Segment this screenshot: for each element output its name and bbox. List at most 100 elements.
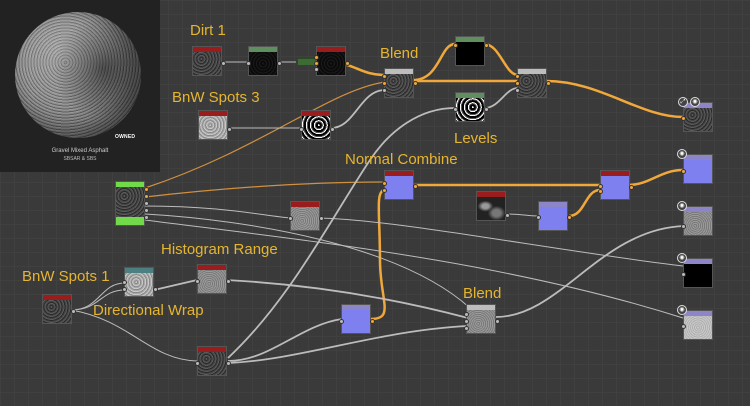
node-port[interactable] xyxy=(122,287,127,292)
node-dirt-blend[interactable] xyxy=(314,46,350,76)
node-port[interactable] xyxy=(464,312,469,317)
node-output-basecolor[interactable] xyxy=(681,102,713,132)
node-port[interactable] xyxy=(598,189,603,194)
node-header xyxy=(385,69,413,74)
node-output-roughness[interactable] xyxy=(681,206,713,236)
node-port[interactable] xyxy=(681,116,686,121)
node-port[interactable] xyxy=(277,61,282,66)
node-port[interactable] xyxy=(382,74,387,79)
node-port[interactable] xyxy=(314,55,319,60)
node-port[interactable] xyxy=(339,319,344,324)
node-port[interactable] xyxy=(122,280,127,285)
node-levels-b[interactable] xyxy=(453,92,489,122)
node-header xyxy=(302,111,330,116)
wire xyxy=(483,42,519,77)
node-port[interactable] xyxy=(288,216,293,221)
node-port[interactable] xyxy=(681,224,686,229)
node-port[interactable] xyxy=(382,81,387,86)
node-port[interactable] xyxy=(226,279,231,284)
node-port[interactable] xyxy=(226,361,231,366)
node-bnw-spots-1[interactable] xyxy=(42,294,76,324)
node-port[interactable] xyxy=(464,326,469,331)
node-port[interactable] xyxy=(484,107,489,112)
node-port[interactable] xyxy=(536,215,541,220)
node-blend-bottom[interactable] xyxy=(464,304,500,334)
node-thumbnail xyxy=(302,116,330,139)
node-dirt-1[interactable] xyxy=(192,46,226,76)
node-port[interactable] xyxy=(71,309,76,314)
node-blend-top[interactable] xyxy=(382,68,418,98)
node-port[interactable] xyxy=(370,319,375,324)
node-normal-combine[interactable] xyxy=(382,170,418,200)
node-output-normal[interactable] xyxy=(681,154,713,184)
node-port[interactable] xyxy=(330,127,335,132)
node-port[interactable] xyxy=(515,74,520,79)
node-port[interactable] xyxy=(382,188,387,193)
node-port[interactable] xyxy=(144,215,149,220)
node-port[interactable] xyxy=(319,216,324,221)
node-levels-a[interactable] xyxy=(246,46,282,76)
node-histogram-range[interactable] xyxy=(195,264,231,294)
node-port[interactable] xyxy=(495,319,500,324)
node-port[interactable] xyxy=(546,81,551,86)
node-port[interactable] xyxy=(453,107,458,112)
node-port[interactable] xyxy=(681,324,686,329)
node-port[interactable] xyxy=(221,61,226,66)
output-node-icon[interactable]: ◉ xyxy=(677,253,687,263)
output-node-icon[interactable]: ◉ xyxy=(677,149,687,159)
node-port[interactable] xyxy=(681,169,686,174)
node-normal-combine-right[interactable] xyxy=(598,170,634,200)
node-port[interactable] xyxy=(629,185,634,190)
node-port[interactable] xyxy=(144,201,149,206)
node-port[interactable] xyxy=(598,184,603,189)
node-normal-bottom[interactable] xyxy=(339,304,375,334)
node-output-height[interactable] xyxy=(681,310,713,340)
node-histogram-scan[interactable] xyxy=(299,110,335,140)
node-directional-warp-top[interactable] xyxy=(122,267,158,297)
output-node-icon[interactable]: ◉ xyxy=(677,305,687,315)
node-port[interactable] xyxy=(144,187,149,192)
node-port[interactable] xyxy=(413,81,418,86)
frame-label-normal-combine: Normal Combine xyxy=(345,151,458,168)
node-port[interactable] xyxy=(515,88,520,93)
node-levels-black[interactable] xyxy=(453,36,489,66)
node-port[interactable] xyxy=(195,279,200,284)
node-perlin-noise[interactable] xyxy=(476,191,510,221)
node-port[interactable] xyxy=(505,213,510,218)
output-expand-icon[interactable]: ⤢ xyxy=(678,97,688,107)
node-port[interactable] xyxy=(464,319,469,324)
wire xyxy=(568,188,601,218)
node-port[interactable] xyxy=(314,61,319,66)
node-port[interactable] xyxy=(299,127,304,132)
node-port[interactable] xyxy=(453,43,458,48)
node-port[interactable] xyxy=(314,67,319,72)
node-histogram-mid[interactable] xyxy=(288,201,324,231)
output-node-icon[interactable]: ◉ xyxy=(677,201,687,211)
node-port[interactable] xyxy=(515,81,520,86)
node-normal-b[interactable] xyxy=(536,201,572,231)
node-port[interactable] xyxy=(382,88,387,93)
node-material-input[interactable] xyxy=(115,181,149,226)
node-port[interactable] xyxy=(153,287,158,292)
node-port[interactable] xyxy=(227,127,232,132)
wire xyxy=(495,225,684,318)
node-header xyxy=(601,171,629,176)
node-port[interactable] xyxy=(345,61,350,66)
node-bnw-spots-3[interactable] xyxy=(198,110,232,140)
node-blend-right[interactable] xyxy=(515,68,551,98)
node-port[interactable] xyxy=(681,272,686,277)
node-directional-warp[interactable] xyxy=(195,346,231,376)
output-node-icon[interactable]: ◉ xyxy=(690,97,700,107)
node-port[interactable] xyxy=(246,61,251,66)
node-port[interactable] xyxy=(567,215,572,220)
node-port[interactable] xyxy=(484,43,489,48)
node-port[interactable] xyxy=(144,194,149,199)
node-output-metallic[interactable] xyxy=(681,258,713,288)
node-header xyxy=(385,171,413,176)
node-header xyxy=(198,265,226,270)
node-port[interactable] xyxy=(382,181,387,186)
node-port[interactable] xyxy=(144,208,149,213)
node-port[interactable] xyxy=(195,361,200,366)
node-port[interactable] xyxy=(413,184,418,189)
